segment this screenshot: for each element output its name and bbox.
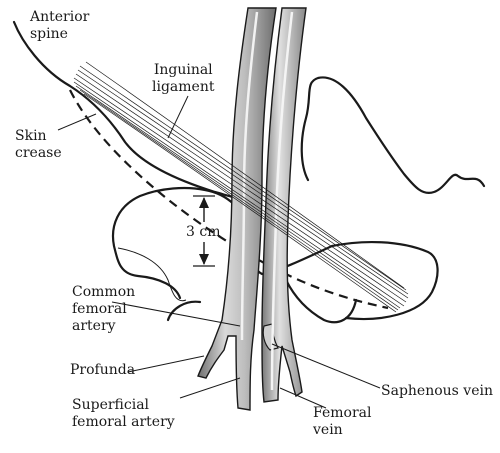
label-profunda: Profunda bbox=[70, 362, 136, 378]
vein-highlight bbox=[270, 11, 294, 391]
artery-highlight bbox=[240, 11, 259, 341]
label-femoral-vein: Femoral vein bbox=[313, 405, 372, 438]
leader-inguinal bbox=[167, 95, 189, 139]
leader-saphenous bbox=[271, 343, 381, 389]
medial-fold bbox=[166, 300, 202, 322]
leader-common-femoral bbox=[111, 301, 241, 327]
leader-profunda bbox=[127, 355, 205, 373]
label-inguinal-ligament: Inguinal ligament bbox=[152, 62, 215, 95]
groin-outline bbox=[12, 20, 248, 199]
body-contour-right bbox=[300, 76, 486, 194]
label-saphenous-vein: Saphenous vein bbox=[381, 383, 493, 399]
label-superficial-femoral-artery: Superficial femoral artery bbox=[72, 397, 175, 430]
label-distance: 3 cm bbox=[186, 224, 221, 240]
label-skin-crease: Skin crease bbox=[15, 128, 62, 161]
vessels bbox=[197, 7, 307, 411]
thigh-crease-line bbox=[117, 247, 187, 302]
measurement-marker bbox=[193, 195, 215, 267]
inguinal-ligament-fibres bbox=[73, 61, 409, 313]
label-common-femoral-artery: Common femoral artery bbox=[72, 284, 136, 334]
femoral-artery-shape bbox=[197, 7, 277, 411]
leader-superficial bbox=[179, 377, 241, 399]
leader-femoral-vein bbox=[279, 387, 327, 409]
label-anterior-spine: Anterior spine bbox=[30, 9, 90, 42]
inner-fold bbox=[284, 278, 358, 324]
skin-crease-line bbox=[69, 89, 389, 310]
leader-skin-crease bbox=[57, 113, 97, 131]
leader-lines bbox=[57, 95, 381, 409]
